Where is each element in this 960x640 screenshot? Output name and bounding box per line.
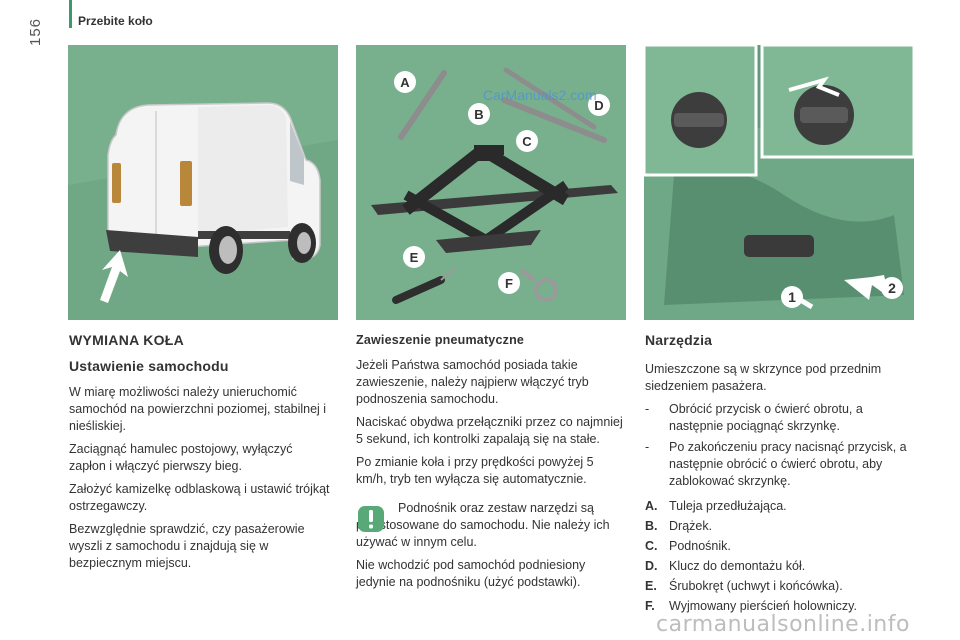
step-label-1: 1 bbox=[788, 289, 796, 305]
tools-title: Narzędzia bbox=[645, 332, 713, 348]
paragraph: Bezwzględnie sprawdzić, czy pasażerowie … bbox=[69, 522, 305, 570]
section-title: Przebite koło bbox=[78, 14, 153, 28]
tool-label-d: D bbox=[594, 98, 603, 113]
tool-item: B.Drążek. bbox=[645, 519, 713, 533]
tool-item: D.Klucz do demontażu kół. bbox=[645, 559, 806, 573]
right-column: Narzędzia Umieszczone są w skrzynce pod … bbox=[645, 332, 915, 618]
tool-label-b: B bbox=[474, 107, 483, 122]
url-overlay: CarManuals2.com bbox=[483, 87, 597, 103]
step-label-2: 2 bbox=[888, 280, 896, 296]
paragraph: Po zmianie koła i przy prędkości powyżej… bbox=[356, 455, 594, 486]
tool-label-f: F bbox=[505, 276, 513, 291]
section-accent-bar bbox=[69, 0, 72, 28]
warning-text: Podnośnik oraz zestaw narzędzi są przyst… bbox=[356, 501, 610, 549]
paragraph: Naciskać obydwa przełączniki przez co na… bbox=[356, 415, 623, 446]
tool-label-c: C bbox=[522, 134, 532, 149]
middle-column: Zawieszenie pneumatyczne Jeżeli Państwa … bbox=[356, 332, 626, 597]
tool-label-e: E bbox=[410, 250, 419, 265]
paragraph: W miarę możliwości należy unieruchomić s… bbox=[69, 385, 327, 433]
tool-label-a: A bbox=[400, 75, 410, 90]
page-number: 156 bbox=[27, 17, 44, 46]
tool-item: E.Śrubokręt (uchwyt i końcówka). bbox=[645, 579, 843, 593]
jack-tools-illustration: A B C D E F bbox=[356, 45, 626, 320]
tools-intro: Umieszczone są w skrzynce pod przednim s… bbox=[645, 362, 882, 393]
paragraph: Zaciągnąć hamulec postojowy, wyłączyć za… bbox=[69, 442, 293, 473]
compartment-illustration: 1 2 bbox=[644, 45, 914, 320]
paragraph: Nie wchodzić pod samochód podniesiony je… bbox=[356, 558, 586, 589]
list-item: -Po zakończeniu pracy nacisnąć przycisk,… bbox=[645, 440, 907, 488]
warning-block: Podnośnik oraz zestaw narzędzi są przyst… bbox=[356, 500, 626, 591]
tool-item: A.Tuleja przedłużająca. bbox=[645, 499, 787, 513]
air-suspension-title: Zawieszenie pneumatyczne bbox=[356, 333, 525, 347]
left-column: WYMIANA KOŁA Ustawienie samochodu W miar… bbox=[69, 332, 331, 578]
watermark: carmanualsonline.info bbox=[656, 612, 910, 637]
tool-item: C.Podnośnik. bbox=[645, 539, 731, 553]
paragraph: Jeżeli Państwa samochód posiada takie za… bbox=[356, 358, 589, 406]
list-item: -Obrócić przycisk o ćwierć obrotu, a nas… bbox=[645, 402, 863, 433]
warning-icon bbox=[358, 506, 384, 532]
van-illustration bbox=[68, 45, 338, 320]
paragraph: Założyć kamizelkę odblaskową i ustawić t… bbox=[69, 482, 330, 513]
tool-item: F.Wyjmowany pierścień holowniczy. bbox=[645, 599, 857, 613]
main-title: WYMIANA KOŁA bbox=[69, 332, 185, 348]
positioning-subtitle: Ustawienie samochodu bbox=[69, 358, 229, 374]
